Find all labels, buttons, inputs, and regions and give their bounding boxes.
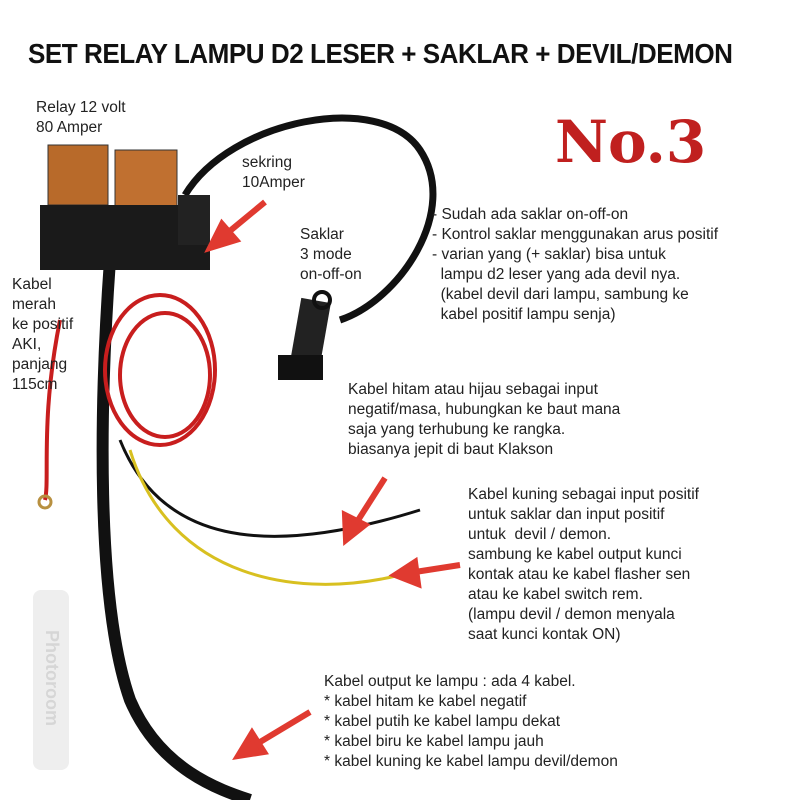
relay-1 [47,144,109,206]
switch-label: Saklar 3 mode on-off-on [300,226,362,283]
switch-cable [182,114,437,324]
page-title: SET RELAY LAMPU D2 LESER + SAKLAR + DEVI… [28,38,733,69]
fuse-holder [178,195,210,245]
yellow-cable-note: Kabel kuning sebagai input positif untuk… [468,486,699,643]
model-number: No.3 [555,108,707,176]
ring-terminal [37,494,53,510]
relay-2 [114,149,178,209]
watermark: Photoroom [33,590,69,770]
red-wire-coil [103,293,217,447]
watermark-text: Photoroom [42,630,62,726]
features-note: - Sudah ada saklar on-off-on - Kontrol s… [432,206,719,323]
red-cable-label: Kabel merah ke positif AKI, panjang 115c… [12,276,74,393]
rocker-switch [278,355,323,380]
black-cable-note: Kabel hitam atau hijau sebagai input neg… [348,381,621,458]
arrows [204,199,461,760]
fuse-label: sekring 10Amper [242,154,305,191]
switch-body [289,297,331,373]
relay-label: Relay 12 volt 80 Amper [36,99,126,136]
output-cable-note: Kabel output ke lampu : ada 4 kabel. * k… [324,673,618,770]
yellow-wire [128,449,401,586]
